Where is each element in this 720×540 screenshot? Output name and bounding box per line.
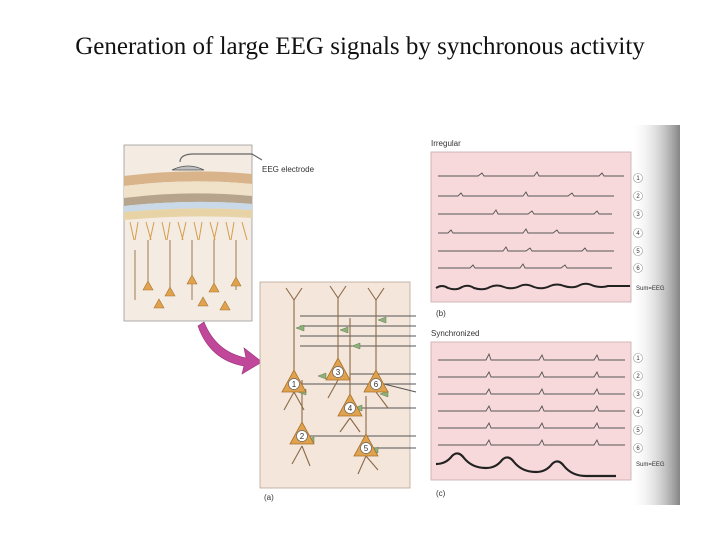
panel-b-trace-badges xyxy=(633,173,643,273)
page-shadow xyxy=(630,125,680,505)
panel-b-trace-number-4: 4 xyxy=(636,231,640,237)
magnify-arrow xyxy=(197,321,263,375)
panel-c-trace-number-1: 1 xyxy=(636,356,640,362)
panel-c-trace-number-5: 5 xyxy=(636,428,640,434)
irregular-traces xyxy=(438,171,624,269)
panel-b-trace-number-5: 5 xyxy=(636,249,640,255)
small-neurons xyxy=(142,274,242,311)
panel-a-dendrites xyxy=(283,285,389,475)
neuron-number-6: 6 xyxy=(374,380,379,389)
panel-c-trace-number-6: 6 xyxy=(636,446,640,452)
dendrite-fringe xyxy=(129,221,248,241)
panel-a-neurons: 1 2 3 4 5 6 (a) xyxy=(259,281,417,502)
neuron-number-5: 5 xyxy=(364,444,369,453)
panel-b-trace-number-3: 3 xyxy=(636,212,640,218)
panel-b-title: Irregular xyxy=(431,139,461,148)
scalp-layer xyxy=(124,171,252,186)
neuron-badges xyxy=(288,366,382,454)
panel-b-trace-number-1: 1 xyxy=(636,176,640,182)
synapse-markers xyxy=(295,316,389,454)
panel-b-irregular: Irregular 1 2 3 4 5 6 Sum=EEG (b) xyxy=(430,139,665,318)
panel-b-trace-number-2: 2 xyxy=(636,194,640,200)
panel-c-trace-number-4: 4 xyxy=(636,410,640,416)
synchronized-traces xyxy=(438,352,625,446)
panel-c-trace-badges xyxy=(633,353,643,453)
panel-c-synchronized: Synchronized 1 2 3 4 5 6 Sum=EEG (c) xyxy=(430,329,665,498)
irregular-sum-trace xyxy=(435,282,630,291)
arachnoid-layer xyxy=(124,201,252,212)
slide-title: Generation of large EEG signals by synch… xyxy=(75,33,645,60)
panel-c-title: Synchronized xyxy=(431,329,479,338)
panel-c-sum-label: Sum=EEG xyxy=(636,462,665,468)
cortex-section-panel: EEG electrode xyxy=(123,144,315,322)
neuron-number-2: 2 xyxy=(300,432,305,441)
panel-b-label: (b) xyxy=(436,309,446,318)
neuron-number-1: 1 xyxy=(292,380,297,389)
electrode-disc xyxy=(171,165,205,171)
panel-c-label: (c) xyxy=(436,489,446,498)
electrode-wire xyxy=(179,153,263,163)
dura-layer xyxy=(124,193,252,206)
panel-a-label: (a) xyxy=(264,493,274,502)
panel-c-trace-number-3: 3 xyxy=(636,392,640,398)
skull-layer xyxy=(124,181,252,198)
electrode-label: EEG electrode xyxy=(262,165,315,174)
panel-c-trace-number-2: 2 xyxy=(636,374,640,380)
panel-b-trace-number-6: 6 xyxy=(636,266,640,272)
panel-b-sum-label: Sum=EEG xyxy=(636,286,665,292)
neuron-number-3: 3 xyxy=(336,368,341,377)
pia-layer xyxy=(124,208,252,220)
synchronized-sum-trace xyxy=(435,452,616,478)
neuron-number-4: 4 xyxy=(348,404,353,413)
